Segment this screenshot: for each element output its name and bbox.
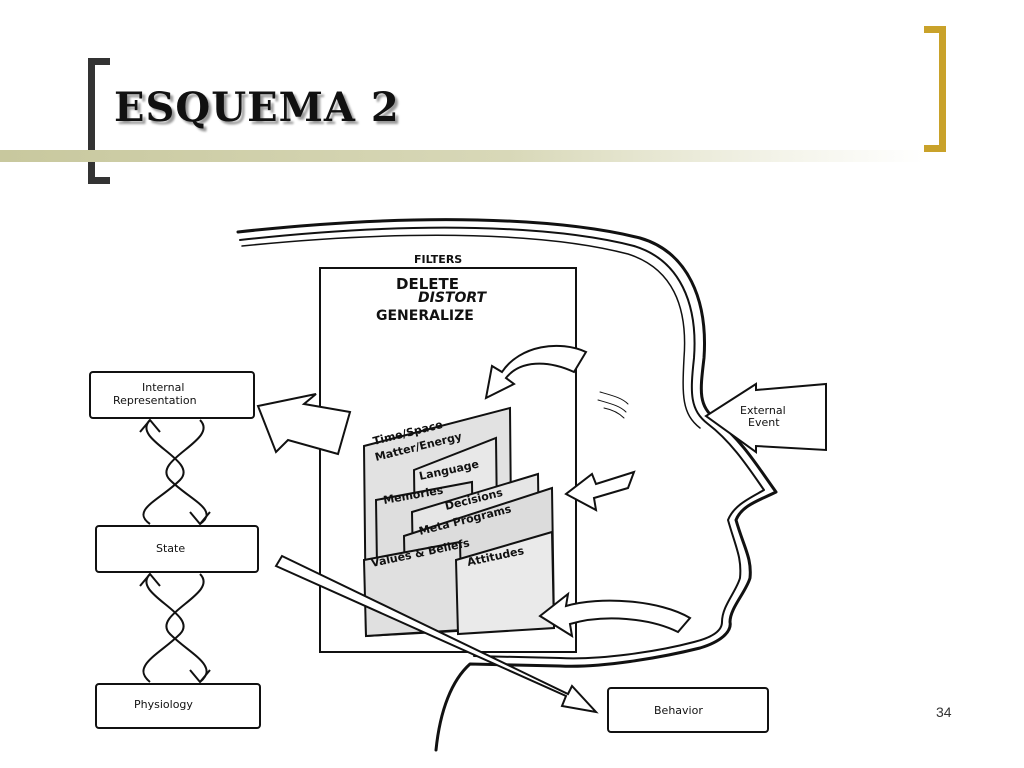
behavior-box <box>607 687 769 733</box>
filter-generalize-label: GENERALIZE <box>376 308 474 324</box>
loop-arrow-upper <box>484 344 588 400</box>
physiology-box <box>95 683 261 729</box>
loop-arrow-lower <box>538 591 692 639</box>
internal-representation-box <box>89 371 255 419</box>
arrow-to-behavior <box>274 554 599 714</box>
internal-representation-line2: Representation <box>113 394 197 407</box>
filter-distort-label: DISTORT <box>418 290 488 306</box>
physiology-label: Physiology <box>134 698 193 711</box>
head-profile-outline <box>236 218 778 752</box>
internal-representation-line1: Internal <box>142 381 184 394</box>
left-bracket-decoration <box>88 58 110 184</box>
filters-label: FILTERS <box>414 253 462 266</box>
state-label: State <box>156 542 185 555</box>
external-event-line2: Event <box>748 416 780 429</box>
right-bracket-decoration <box>924 26 946 152</box>
slide-number: 34 <box>936 704 952 720</box>
card-attitudes <box>454 530 556 636</box>
behavior-label: Behavior <box>654 704 703 717</box>
braid-internal-state <box>139 418 211 526</box>
arrow-to-internal-representation <box>256 393 352 456</box>
arrow-into-cards <box>564 470 636 512</box>
external-event-arrow <box>704 382 827 454</box>
external-event-line1: External <box>740 404 786 417</box>
slide-title: ESQUEMA 2 <box>114 84 400 131</box>
filter-delete-label: DELETE <box>396 275 459 293</box>
state-box <box>95 525 259 573</box>
title-underline-rule <box>0 150 924 162</box>
braid-state-physiology <box>139 572 211 684</box>
filter-cards-stack: Time/Space Matter/Energy Language Memori… <box>362 406 556 638</box>
